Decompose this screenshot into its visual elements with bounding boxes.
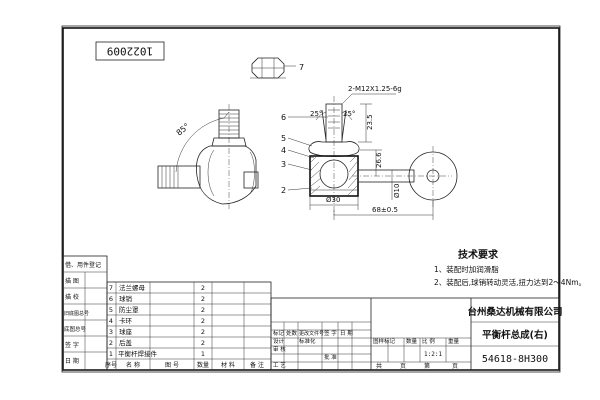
balloon-6: 6 — [281, 113, 286, 122]
sig-approve: 批 准 — [324, 353, 337, 361]
parts-rows: 7 法兰螺母 2 6 球销 2 5 防尘罩 2 4 卡环 2 3 球座 2 2 … — [105, 283, 264, 369]
balloon-4: 4 — [281, 146, 286, 155]
stage-scale: 比 例 — [422, 337, 435, 345]
balloon-3: 3 — [281, 160, 286, 169]
drawing-number-text: 1022009 — [107, 45, 153, 58]
balloon-2: 2 — [281, 186, 286, 195]
parts-list — [106, 281, 272, 371]
part-3-qty: 2 — [201, 328, 205, 336]
sig-standard: 标准化 — [299, 337, 316, 345]
part-1-qty: 1 — [201, 350, 205, 358]
header-name: 名 称 — [126, 361, 140, 369]
tech-req-title: 技术要求 — [458, 248, 499, 261]
sheet-outer-frame — [61, 25, 561, 373]
stage-sample-mark: 图样标记 — [373, 337, 396, 345]
drawing-title: 平衡杆总成(右) — [482, 329, 548, 341]
sig-mark: 标记 — [273, 329, 285, 337]
part-4-no: 4 — [109, 317, 113, 325]
angle-85-label: 85° — [175, 122, 192, 138]
dim-26-6: 26.6 — [375, 152, 383, 168]
sheet-total-label: 共 — [376, 362, 382, 370]
part-7-no: 7 — [109, 284, 113, 292]
scale-value: 1:2:1 — [424, 351, 442, 358]
company-name: 台州桑达机械有限公司 — [467, 306, 562, 318]
sheet-inner-frame — [62, 27, 560, 371]
part-6-qty: 2 — [201, 295, 205, 303]
part-1-name: 平衡杆焊接件 — [118, 349, 158, 358]
sig-change-doc: 更改文件号 — [299, 330, 324, 337]
sig-date: 日 期 — [340, 330, 353, 337]
part-4-name: 卡环 — [119, 316, 133, 325]
part-3-name: 球座 — [119, 327, 133, 336]
balloon-leaders — [287, 116, 328, 191]
part-3-no: 3 — [109, 328, 113, 336]
thread-dimension: 2-M12X1.25-6g — [348, 85, 402, 93]
part-2-name: 后盖 — [119, 338, 133, 347]
part-7-name: 法兰螺母 — [119, 283, 146, 292]
side-cell-borrow: 借、用件登记 — [65, 261, 101, 269]
sheet-page-label-1: 页 — [400, 363, 406, 370]
part-5-qty: 2 — [201, 306, 205, 314]
side-cell-base-number: 底图总号 — [64, 325, 87, 333]
sig-sign: 签 字 — [324, 329, 337, 337]
part-4-qty: 2 — [201, 317, 205, 325]
flange-nut-view — [250, 57, 296, 79]
part-7-qty: 2 — [201, 284, 205, 292]
side-cell-trace-check: 描 校 — [65, 293, 79, 301]
side-cell-old-number: 旧底图总号 — [64, 310, 89, 317]
drawing-code: 54618-8H300 — [482, 354, 548, 365]
tech-req-item-1: 1、装配时加润滑脂 — [434, 264, 499, 274]
part-5-no: 5 — [109, 306, 113, 314]
end-view — [408, 146, 458, 208]
stage-weight: 重量 — [448, 337, 460, 345]
angle-25-left: 25° — [310, 110, 322, 118]
sheet-no-label: 第 — [424, 362, 430, 370]
sig-design: 设计 — [273, 337, 285, 345]
angle-25-right: 25° — [343, 110, 355, 118]
dim-phi-10: Ø10 — [393, 184, 401, 198]
part-6-name: 球销 — [119, 294, 133, 303]
ball-joint-section-view — [308, 93, 452, 220]
dim-68: 68±0.5 — [372, 206, 398, 214]
balloon-7: 7 — [299, 63, 304, 72]
side-cell-trace: 描 图 — [65, 277, 79, 285]
ball-joint-perspective-view — [157, 104, 259, 210]
part-5-name: 防尘罩 — [119, 305, 139, 314]
title-block — [270, 297, 560, 371]
sig-count: 处数 — [286, 329, 298, 337]
sheet-page-label-2: 页 — [452, 363, 458, 370]
tech-req-item-2: 2、装配后,球销转动灵活,扭力达到2～4Nm。 — [434, 277, 586, 287]
part-2-qty: 2 — [201, 339, 205, 347]
sig-process: 工 艺 — [273, 362, 286, 369]
side-cell-date: 日 期 — [65, 357, 79, 365]
header-seq: 序号 — [105, 361, 117, 369]
header-material: 材 料 — [221, 361, 235, 369]
sig-review: 审 核 — [273, 345, 286, 353]
drawing-number-box: 1022009 — [95, 41, 165, 61]
part-2-no: 2 — [109, 339, 113, 347]
stage-qty: 数量 — [406, 337, 418, 345]
header-qty: 数量 — [197, 361, 209, 369]
part-6-no: 6 — [109, 295, 113, 303]
side-cell-signature: 签 字 — [65, 341, 79, 349]
header-remark: 备 注 — [250, 361, 264, 369]
balloon-5: 5 — [281, 134, 286, 143]
dim-23-5: 23.5 — [366, 114, 374, 130]
part-1-no: 1 — [109, 350, 113, 358]
header-drawing-no: 图 号 — [165, 362, 179, 369]
dim-phi-30: Ø30 — [326, 196, 340, 204]
